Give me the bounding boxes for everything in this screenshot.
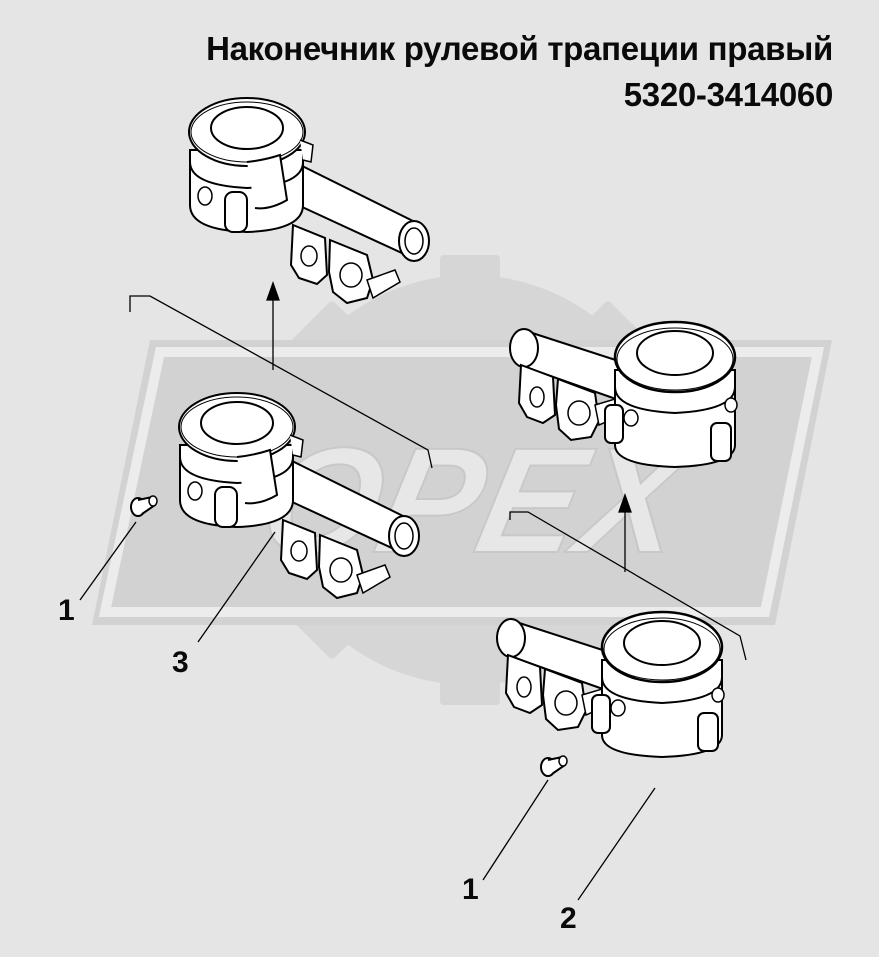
pin-right	[540, 755, 568, 777]
leader-lines	[79, 521, 656, 901]
assembly-bracket-left	[129, 281, 433, 469]
tie-rod-end-right-lower	[495, 610, 726, 759]
callout-3: 3	[172, 646, 189, 679]
watermark-text: OPEX	[247, 418, 707, 585]
callout-1-right: 1	[462, 873, 479, 906]
part-name: Наконечник рулевой трапеции правый	[206, 30, 833, 67]
part-number: 5320-3414060	[623, 76, 834, 113]
assembly-bracket-right	[509, 493, 747, 661]
page-title: Наконечник рулевой трапеции правый 5320-…	[206, 26, 833, 118]
callout-2: 2	[560, 902, 577, 935]
tie-rod-end-upper	[188, 97, 430, 304]
callout-1-left: 1	[58, 594, 75, 627]
